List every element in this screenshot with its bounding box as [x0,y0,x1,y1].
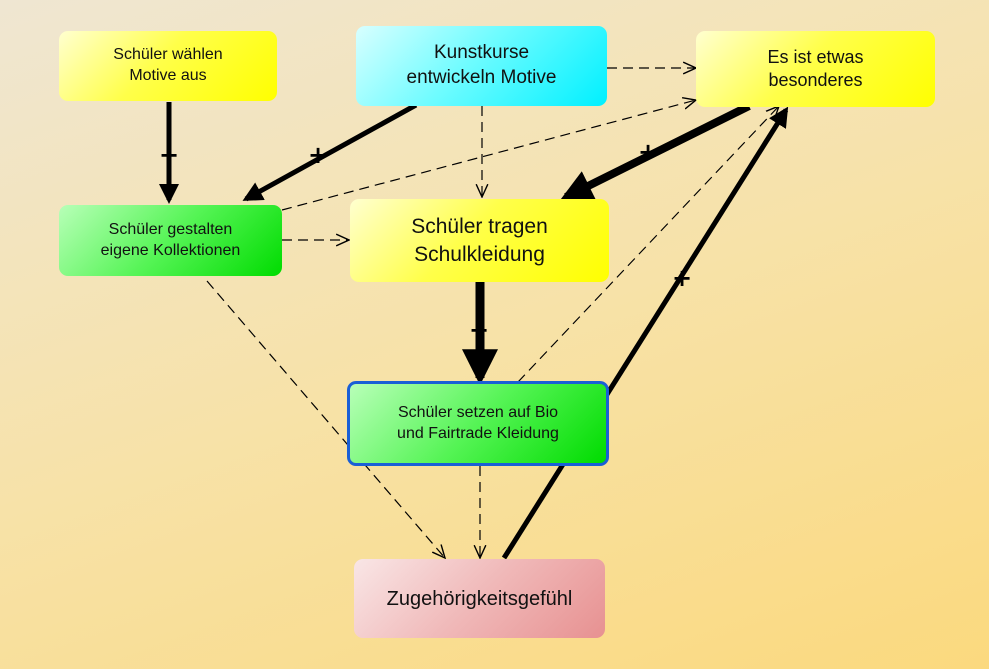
sign-motive-to-kollektionen: + [159,141,180,169]
edge-kollektionen-to-besonderes [281,100,696,211]
node-motive-waehlen: Schüler wählen Motive aus [59,31,277,101]
sign-kunstkurse-to-kollektionen: + [308,141,329,169]
sign-zugehoerigkeit-to-besonderes: + [672,264,693,292]
node-zugehoerigkeit: Zugehörigkeitsgefühl [354,559,605,638]
edge-kunstkurse-to-kollektionen [242,102,418,202]
node-schulkleidung-label: Schüler tragen Schulkleidung [411,215,548,266]
edge-zugehoerigkeit-to-besonderes [501,106,789,560]
node-kunstkurse: Kunstkurse entwickeln Motive [356,26,607,106]
node-kunstkurse-label: Kunstkurse entwickeln Motive [406,42,557,88]
node-zugehoerigkeit-label: Zugehörigkeitsgefühl [386,587,573,610]
node-motive-waehlen-label: Schüler wählen Motive aus [113,46,223,84]
sign-schulkleidung-to-bio: + [469,316,490,344]
node-besonderes-label: Es ist etwas besonderes [767,46,864,90]
node-bio-fairtrade-label: Schüler setzen auf Bio und Fairtrade Kle… [397,403,559,442]
edge-besonderes-to-schulkleidung [560,102,751,201]
edge-kollektionen-to-zugehoerigkeit [206,280,445,558]
node-bio-fairtrade: Schüler setzen auf Bio und Fairtrade Kle… [347,381,609,466]
node-besonderes: Es ist etwas besonderes [696,31,935,107]
node-kollektionen: Schüler gestalten eigene Kollektionen [59,205,282,276]
node-kollektionen-label: Schüler gestalten eigene Kollektionen [100,220,241,259]
sign-besonderes-to-schulkleidung: + [638,138,659,166]
node-schulkleidung: Schüler tragen Schulkleidung [350,199,609,282]
